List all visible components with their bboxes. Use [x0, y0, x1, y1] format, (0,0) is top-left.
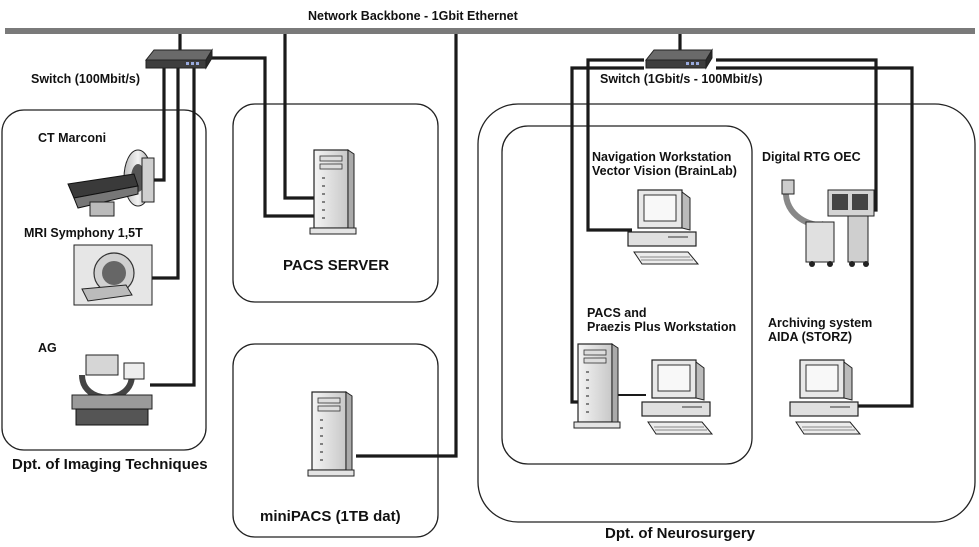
minipacs-box: [232, 343, 439, 538]
pacs-server-box: [232, 103, 439, 303]
praezis-label-2: Praezis Plus Workstation: [587, 320, 737, 334]
angiography-icon: [71, 354, 153, 426]
switch-right-label: Switch (1Gbit/s - 100Mbit/s): [600, 72, 763, 86]
navigation-label-1: Navigation Workstation: [592, 150, 732, 164]
archiving-label-2: AIDA (STORZ): [768, 330, 853, 344]
neurosurgery-dept-box: [477, 103, 976, 523]
imaging-dept-label: Dpt. of Imaging Techniques: [12, 456, 208, 473]
neurosurgery-inner-box: [501, 125, 753, 465]
pacs-server-tower-icon: [309, 149, 357, 235]
minipacs-tower-icon: [307, 391, 355, 477]
mri-scanner-icon: [73, 244, 153, 306]
ct-scanner-icon: [67, 149, 155, 217]
mri-label: MRI Symphony 1,5T: [24, 226, 143, 240]
switch-right-icon: [645, 49, 713, 69]
c-arm-xray-icon: [781, 179, 875, 267]
minipacs-label: miniPACS (1TB dat): [260, 508, 401, 525]
imaging-dept-box: [1, 109, 207, 451]
network-cables: [140, 34, 914, 458]
pacs-server-label: PACS SERVER: [283, 257, 390, 274]
ct-label: CT Marconi: [38, 131, 107, 145]
navigation-label-2: Vector Vision (BrainLab): [592, 164, 737, 178]
switch-left-icon: [145, 49, 213, 69]
neurosurgery-dept-label: Dpt. of Neurosurgery: [605, 525, 756, 542]
switch-left-label: Switch (100Mbit/s): [31, 72, 141, 86]
praezis-label-1: PACS and: [587, 306, 647, 320]
backbone-label: Network Backbone - 1Gbit Ethernet: [308, 9, 518, 23]
archiving-workstation-icon: [789, 359, 861, 435]
ag-label: AG: [38, 341, 57, 355]
rtg-label: Digital RTG OEC: [762, 150, 861, 164]
praezis-tower-icon: [573, 343, 621, 429]
backbone-line: [5, 28, 975, 34]
archiving-label-1: Archiving system: [768, 316, 873, 330]
navigation-workstation-icon: [627, 189, 699, 265]
praezis-workstation-icon: [641, 359, 713, 435]
